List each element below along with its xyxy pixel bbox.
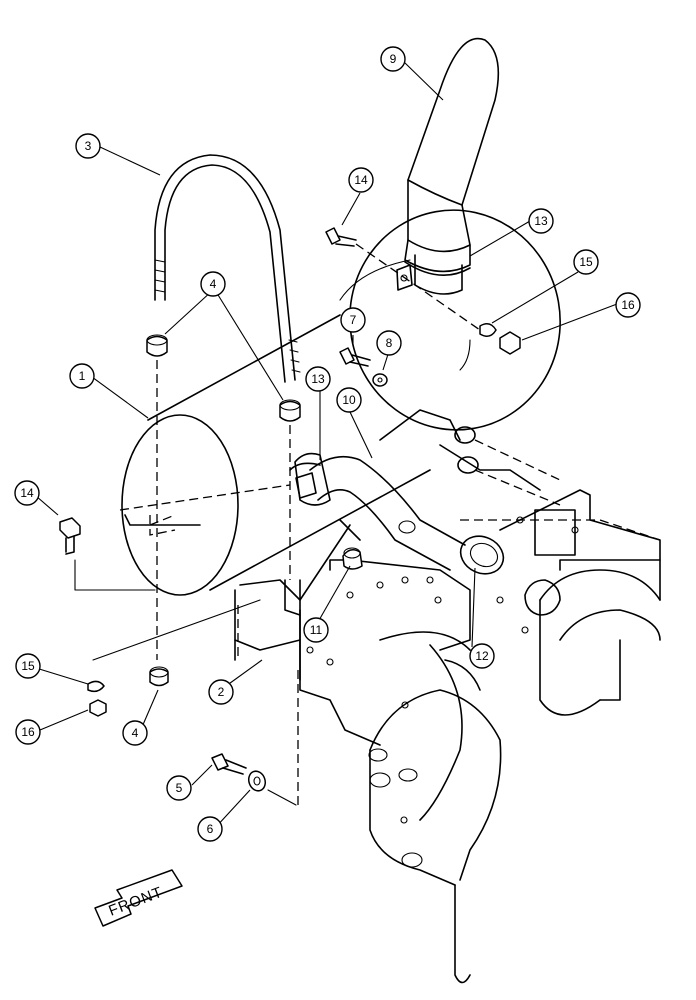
svg-text:4: 4	[210, 277, 217, 291]
svg-text:16: 16	[621, 298, 635, 312]
callout-11: 11	[303, 617, 329, 643]
callout-14-left: 14	[14, 480, 40, 506]
callout-13-top: 13	[528, 208, 554, 234]
svg-text:12: 12	[475, 649, 489, 663]
callout-2: 2	[208, 679, 234, 705]
svg-text:5: 5	[176, 781, 183, 795]
callout-3: 3	[75, 133, 101, 159]
callout-4-top: 4	[200, 271, 226, 297]
svg-text:6: 6	[207, 822, 214, 836]
callout-7: 7	[340, 307, 366, 333]
hardware-items	[59, 227, 521, 806]
svg-text:11: 11	[310, 623, 323, 637]
callout-9: 9	[380, 46, 406, 72]
leader-lines	[35, 61, 618, 829]
svg-text:8: 8	[386, 336, 393, 350]
callout-10: 10	[336, 387, 362, 413]
callout-14-top: 14	[348, 167, 374, 193]
svg-text:14: 14	[354, 173, 368, 187]
callout-8: 8	[376, 330, 402, 356]
svg-text:10: 10	[342, 393, 356, 407]
svg-text:13: 13	[311, 372, 325, 386]
callout-12: 12	[469, 643, 495, 669]
front-arrow: FRONT	[94, 869, 183, 927]
svg-text:9: 9	[390, 52, 397, 66]
callout-16-left: 16	[15, 719, 41, 745]
exhaust-elbow	[294, 452, 505, 575]
svg-text:15: 15	[21, 659, 35, 673]
svg-text:1: 1	[79, 369, 86, 383]
u-bolt	[154, 154, 301, 383]
svg-text:2: 2	[218, 685, 225, 699]
muffler-flange	[379, 409, 561, 506]
callout-15-top: 15	[573, 249, 599, 275]
exhaust-stack	[404, 37, 500, 295]
callout-6: 6	[197, 816, 223, 842]
callout-13-elbow: 13	[305, 366, 331, 392]
muffler	[119, 209, 561, 596]
svg-text:16: 16	[21, 725, 35, 739]
svg-text:13: 13	[534, 214, 548, 228]
callout-1: 1	[69, 363, 95, 389]
callout-4-bottom: 4	[122, 720, 148, 746]
top-clamp	[396, 261, 471, 291]
svg-text:7: 7	[350, 313, 357, 327]
mounting-bracket	[234, 519, 361, 681]
svg-text:14: 14	[20, 486, 34, 500]
callout-16-top: 16	[615, 292, 641, 318]
engine-block	[299, 489, 661, 984]
callout-5: 5	[166, 775, 192, 801]
callout-15-left: 15	[15, 653, 41, 679]
svg-text:15: 15	[579, 255, 593, 269]
svg-text:3: 3	[85, 139, 92, 153]
u-bolt-nuts	[146, 334, 301, 687]
svg-text:4: 4	[132, 726, 139, 740]
